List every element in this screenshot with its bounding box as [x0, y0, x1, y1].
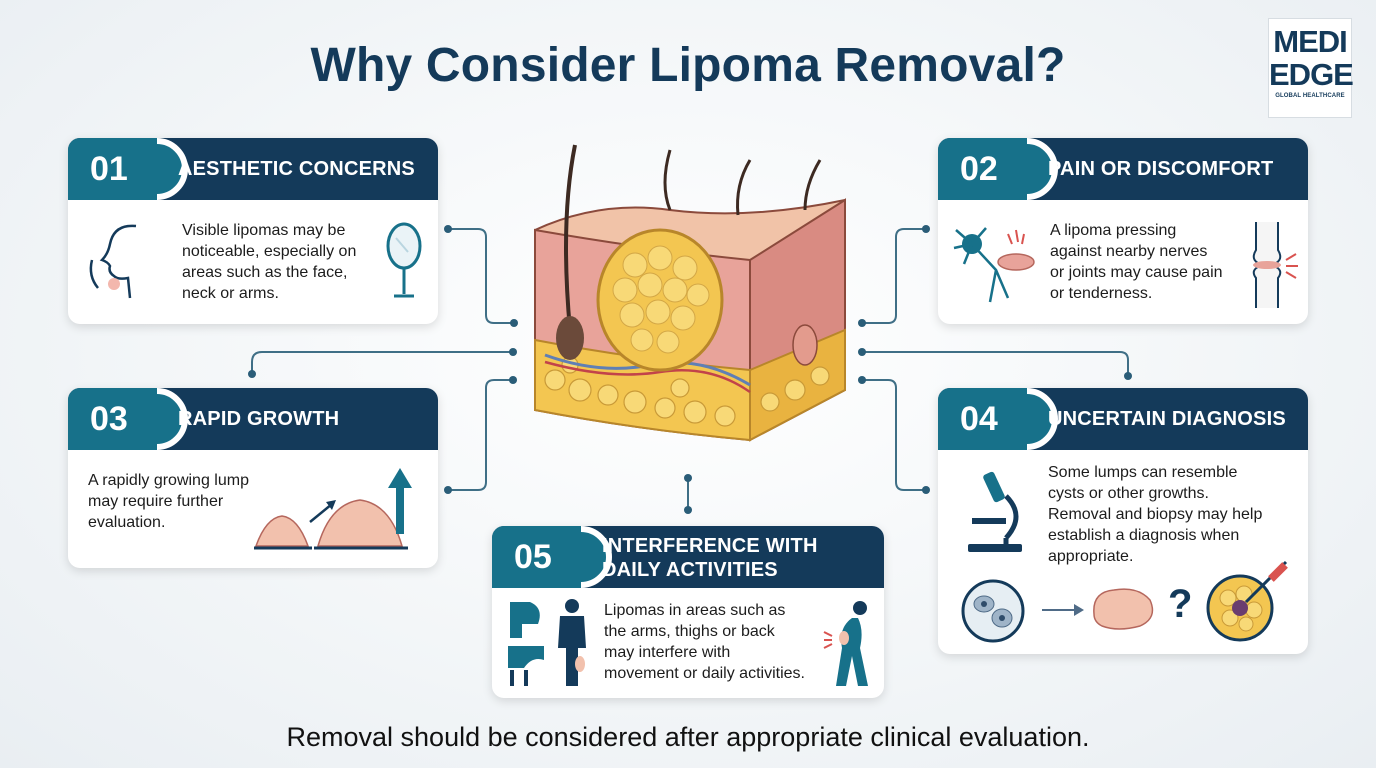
- right-arrow-icon: [1042, 604, 1084, 616]
- card-number: 02: [960, 150, 998, 188]
- standing-person-icon: [558, 599, 586, 686]
- logo-line-1: MEDI: [1273, 24, 1348, 59]
- face-profile-icon: [89, 224, 137, 299]
- card-body: A rapidly growing lump may require furth…: [88, 472, 249, 531]
- card-heading: UNCERTAIN DIAGNOSIS: [1048, 408, 1286, 430]
- card-uncertain-diagnosis: 04 UNCERTAIN DIAGNOSIS Some lumps can re…: [938, 388, 1308, 654]
- card-body: A lipoma pressing against nearby nerves …: [1050, 222, 1223, 302]
- logo-tagline: GLOBAL HEALTHCARE: [1275, 93, 1345, 99]
- logo-line-2: EDGE: [1269, 57, 1354, 92]
- hand-mirror-icon: [386, 222, 422, 298]
- skin-cross-section-illustration: [534, 144, 846, 442]
- card-body: Visible lipomas may be noticeable, espec…: [182, 222, 357, 302]
- card-number: 03: [90, 400, 128, 438]
- card-body: Some lumps can resemble cysts or other g…: [1048, 464, 1263, 565]
- card-pain-or-discomfort: 02 PAIN OR DISCOMFORT A lipoma pressing …: [938, 138, 1308, 324]
- card-number: 01: [90, 150, 128, 188]
- page-title: Why Consider Lipoma Removal?: [310, 39, 1066, 92]
- card-body: Lipomas in areas such as the arms, thigh…: [604, 602, 805, 682]
- card-heading: PAIN OR DISCOMFORT: [1048, 158, 1274, 180]
- lump-icon: [1093, 588, 1154, 630]
- card-number: 04: [960, 400, 998, 438]
- footer-note: Removal should be considered after appro…: [286, 722, 1090, 752]
- nerve-cell-icon: [953, 227, 1035, 303]
- question-mark-icon: ?: [1168, 582, 1193, 626]
- card-heading: AESTHETIC CONCERNS: [178, 158, 415, 180]
- card-rapid-growth: 03 RAPID GROWTH A rapidly growing lump m…: [68, 388, 438, 568]
- card-interference-daily-activities: 05 INTERFERENCE WITH DAILY ACTIVITIES Li…: [492, 526, 884, 698]
- microscope-icon: [968, 471, 1022, 552]
- cell-slide-icon: [961, 579, 1025, 643]
- growing-lump-icon: [254, 468, 412, 550]
- knee-joint-icon: [1252, 222, 1298, 308]
- back-pain-person-icon: [823, 601, 868, 686]
- card-aesthetic-concerns: 01 AESTHETIC CONCERNS Visible lipomas ma…: [68, 138, 438, 324]
- brand-logo: MEDI EDGE GLOBAL HEALTHCARE: [1268, 18, 1354, 118]
- biopsy-needle-icon: [1206, 560, 1288, 642]
- card-heading: RAPID GROWTH: [178, 408, 340, 430]
- card-number: 05: [514, 538, 552, 576]
- card-heading: INTERFERENCE WITH DAILY ACTIVITIES: [602, 535, 818, 581]
- arm-flex-icon: [508, 602, 544, 686]
